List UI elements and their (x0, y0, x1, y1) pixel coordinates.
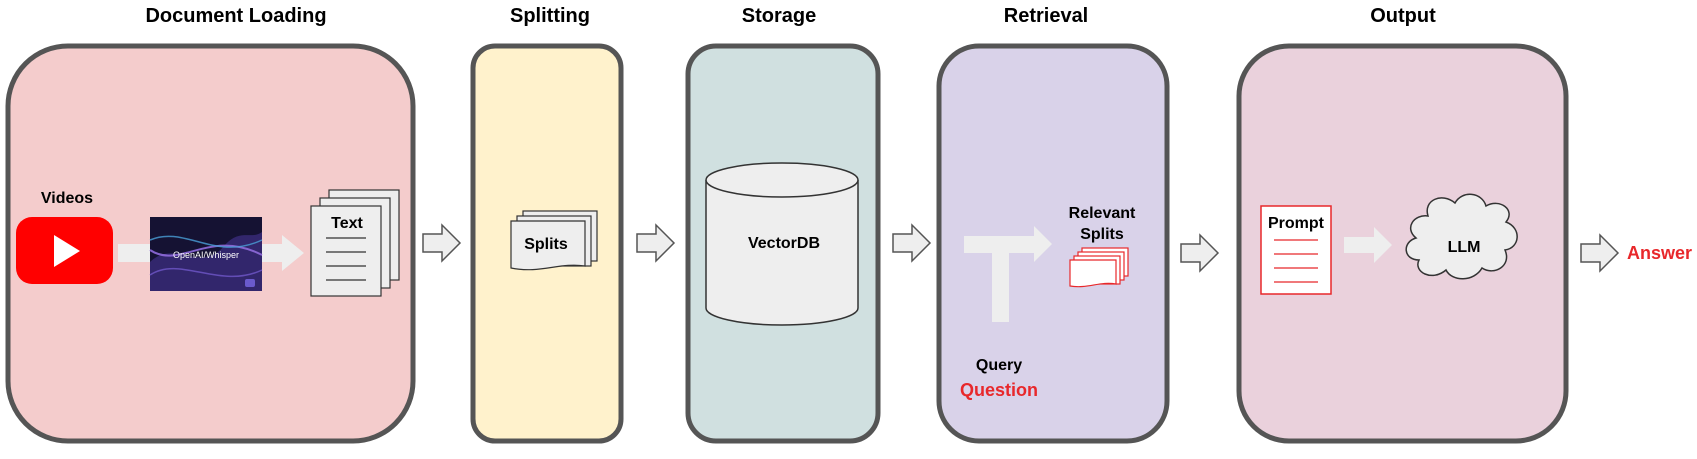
stage-title-retrieval: Retrieval (1004, 5, 1089, 27)
answer-label: Answer (1627, 243, 1692, 263)
llm-label: LLM (1448, 239, 1481, 256)
splits-label: Splits (524, 236, 568, 253)
vectordb-label: VectorDB (748, 235, 820, 252)
relevant-label-line1: Relevant (1069, 205, 1136, 222)
videos-label: Videos (41, 190, 93, 207)
stage-panel-retrieval (936, 43, 1170, 444)
stage-panel-output (1236, 43, 1569, 444)
splits-stack-icon (510, 210, 598, 271)
relevant-splits-icon (1069, 247, 1129, 288)
llm-cloud-icon (1405, 193, 1518, 280)
flow-arrow-llm-to-answer (1580, 233, 1620, 273)
youtube-icon (16, 217, 113, 284)
query-to-splits-arrow (964, 226, 1052, 322)
flow-arrow-whisper-to-text (262, 235, 304, 271)
stage-title-document-loading: Document Loading (145, 5, 326, 27)
flow-arrow-splitting-to-storage (636, 223, 676, 263)
flow-arrow-retrieval-to-output (1180, 233, 1220, 273)
whisper-thumbnail: OpenAI/Whisper (149, 217, 263, 291)
query-label: Query (976, 357, 1022, 374)
flow-arrow-loading-to-splitting (422, 223, 462, 263)
flow-arrow-storage-to-retrieval (892, 223, 932, 263)
question-label: Question (960, 380, 1038, 400)
vectordb-cylinder-icon (705, 162, 859, 326)
stage-title-storage: Storage (742, 5, 816, 27)
text-label: Text (331, 215, 363, 232)
relevant-label-line2: Splits (1080, 226, 1124, 243)
prompt-label: Prompt (1268, 215, 1325, 232)
text-document-stack-icon (310, 189, 400, 297)
whisper-label: OpenAI/Whisper (173, 250, 239, 260)
stage-title-output: Output (1370, 5, 1436, 27)
stage-title-splitting: Splitting (510, 5, 590, 27)
flow-arrow-prompt-to-llm (1344, 227, 1392, 263)
prompt-document-icon (1260, 205, 1332, 295)
flow-arrow-youtube-to-whisper (118, 244, 152, 262)
